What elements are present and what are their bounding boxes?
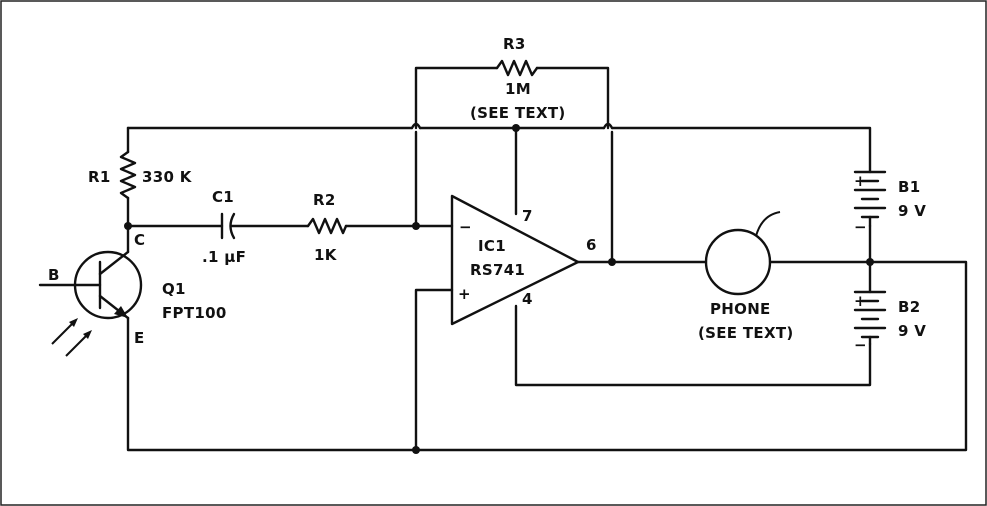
- battery-b1: [853, 170, 887, 228]
- resistor-r1: [119, 150, 137, 200]
- q1-part-label: FPT100: [162, 304, 227, 322]
- wire-crossover: [602, 122, 614, 130]
- capacitor-c1: [220, 212, 236, 240]
- q1-emitter-label: E: [134, 329, 145, 347]
- resistor-r2: [306, 217, 348, 235]
- wires: [126, 66, 968, 452]
- b1-plus-sign: +: [854, 172, 867, 190]
- b2-plus-sign: +: [854, 292, 867, 310]
- phone-note-label: (SEE TEXT): [698, 324, 794, 342]
- ic1-inverting-sign: −: [459, 218, 472, 236]
- resistor-r3: [495, 59, 539, 77]
- q1-ref-label: Q1: [162, 280, 186, 298]
- b2-value-label: 9 V: [898, 322, 926, 340]
- ic1-noninverting-sign: +: [458, 285, 471, 303]
- opamp-ic1: [450, 194, 580, 326]
- r3-value-label: 1M: [505, 80, 531, 98]
- r3-note-label: (SEE TEXT): [470, 104, 566, 122]
- b1-ref-label: B1: [898, 178, 920, 196]
- b2-minus-sign: −: [854, 336, 867, 354]
- q1-base-label: B: [48, 266, 60, 284]
- junction-dots: [124, 124, 874, 454]
- ic1-pin7-label: 7: [522, 207, 533, 225]
- r1-ref-label: R1: [88, 168, 111, 186]
- battery-b2: [853, 290, 887, 346]
- b1-value-label: 9 V: [898, 202, 926, 220]
- r2-value-label: 1K: [314, 246, 338, 264]
- b1-minus-sign: −: [854, 218, 867, 236]
- q1-collector-label: C: [134, 231, 145, 249]
- ic1-pin4-label: 4: [522, 290, 533, 308]
- ic1-pin6-label: 6: [586, 236, 597, 254]
- wire-crossover: [410, 122, 422, 130]
- c1-ref-label: C1: [212, 188, 234, 206]
- r1-value-label: 330 K: [142, 168, 193, 186]
- transistor-q1: [38, 250, 143, 320]
- phone-earpiece: [704, 211, 781, 296]
- phone-name-label: PHONE: [710, 300, 771, 318]
- light-arrows-icon: [51, 318, 92, 357]
- ic1-ref-label: IC1: [478, 237, 506, 255]
- ic1-part-label: RS741: [470, 261, 525, 279]
- r3-ref-label: R3: [503, 35, 526, 53]
- r2-ref-label: R2: [313, 191, 336, 209]
- c1-value-label: .1 µF: [202, 248, 246, 266]
- b2-ref-label: B2: [898, 298, 920, 316]
